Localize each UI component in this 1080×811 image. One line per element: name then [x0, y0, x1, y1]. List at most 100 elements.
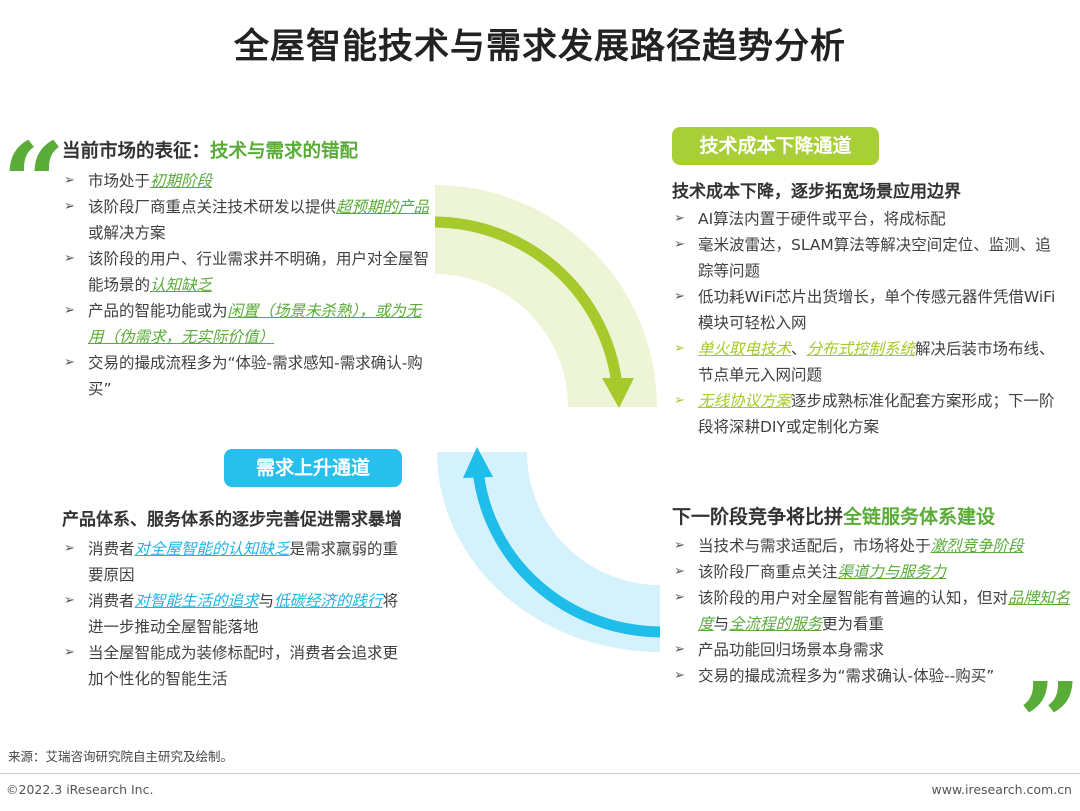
website-link[interactable]: www.iresearch.com.cn [931, 782, 1073, 797]
item-text: 消费者 [88, 592, 135, 610]
highlighted-text: 分布式控制系统 [806, 340, 916, 358]
bullet-arrow-icon: ➢ [674, 564, 685, 579]
item-text: 、 [791, 340, 807, 358]
demand-channel-arrow [472, 469, 661, 638]
item-text: 产品功能回归场景本身需求 [698, 641, 885, 659]
arrow-down-icon [602, 378, 634, 408]
highlighted-text: 无线协议方案 [698, 392, 792, 410]
bullet-arrow-icon: ➢ [674, 642, 685, 657]
item-text: 逐步成熟标准化配套方案形成；下一阶段将深耕DIY或定制化方案 [698, 392, 1055, 436]
bullet-arrow-icon: ➢ [64, 251, 75, 266]
item-text: 或解决方案 [88, 224, 166, 242]
list-item: ➢ 该阶段的用户、行业需求并不明确，用户对全屋智能场景的认知缺乏 [62, 246, 432, 298]
highlighted-text: 超预期的产品 [336, 198, 430, 216]
section-heading: 产品体系、服务体系的逐步完善促进需求暴增 [62, 510, 402, 530]
next-stage-section: 下一阶段竞争将比拼全链服务体系建设 ➢ 当技术与需求适配后，市场将处于激烈竞争阶段… [672, 503, 1072, 689]
copyright: ©2022.3 iResearch Inc. [6, 782, 154, 797]
list-item: ➢ 产品功能回归场景本身需求 [672, 637, 1072, 663]
highlighted-text: 单火取电技术 [698, 340, 792, 358]
section-heading: 当前市场的表征：技术与需求的错配 [62, 138, 432, 166]
bullet-list: ➢消费者对全屋智能的认知缺乏是需求羸弱的重要原因➢消费者对智能生活的追求与低碳经… [62, 536, 412, 692]
demand-rise-channel-tag: 需求上升通道 [224, 449, 402, 487]
highlighted-text: 对智能生活的追求 [134, 592, 259, 610]
arrow-up-icon [463, 447, 493, 478]
list-item: ➢ AI算法内置于硬件或平台，将成标配 [672, 206, 1062, 232]
list-item: ➢ 消费者对智能生活的追求与低碳经济的践行将进一步推动全屋智能落地 [62, 588, 412, 640]
demand-rise-section: 产品体系、服务体系的逐步完善促进需求暴增 ➢消费者对全屋智能的认知缺乏是需求羸弱… [62, 506, 412, 692]
bullet-arrow-icon: ➢ [674, 668, 685, 683]
demand-channel-band [437, 452, 660, 652]
bullet-arrow-icon: ➢ [64, 355, 75, 370]
item-text: 消费者 [88, 540, 135, 558]
highlighted-text: 低碳经济的践行 [274, 592, 383, 610]
bullet-arrow-icon: ➢ [674, 590, 685, 605]
item-text: 产品的智能功能或为 [88, 302, 228, 320]
bullet-arrow-icon: ➢ [674, 538, 685, 553]
highlighted-text: 激烈竞争阶段 [930, 537, 1024, 555]
highlighted-text: 对全屋智能的认知缺乏 [134, 540, 290, 558]
list-item: ➢ 低功耗WiFi芯片出货增长，单个传感元器件凭借WiFi模块可轻松入网 [672, 284, 1062, 336]
highlighted-text: 全流程的服务 [729, 615, 823, 633]
highlighted-text: 渠道力与服务力 [837, 563, 947, 581]
bullet-list: ➢ AI算法内置于硬件或平台，将成标配 ➢ 毫米波雷达，SLAM算法等解决空间定位、监… [672, 206, 1062, 440]
heading-highlight: 全链服务体系建设 [843, 506, 996, 528]
highlighted-text: 认知缺乏 [150, 276, 213, 294]
open-quote-icon: “ [2, 118, 66, 247]
bullet-arrow-icon: ➢ [674, 289, 685, 304]
bullet-arrow-icon: ➢ [64, 199, 75, 214]
item-text: 交易的撮成流程多为“体验-需求感知-需求确认-购买” [88, 354, 423, 398]
list-item: ➢ 该阶段的用户对全屋智能有普遍的认知，但对品牌知名度与全流程的服务更为看重 [672, 585, 1072, 637]
list-item: ➢消费者对全屋智能的认知缺乏是需求羸弱的重要原因 [62, 536, 412, 588]
item-text: 当全屋智能成为装修标配时，消费者会追求更加个性化的智能生活 [88, 644, 399, 688]
item-text: 将进一步推动全屋智能落地 [88, 592, 399, 636]
heading-prefix: 当前市场的表征： [62, 141, 211, 162]
tech-cost-channel-tag: 技术成本下降通道 [672, 127, 879, 165]
heading-prefix: 下一阶段竞争将比拼 [672, 506, 844, 528]
item-text: 低功耗WiFi芯片出货增长，单个传感元器件凭借WiFi模块可轻松入网 [698, 288, 1056, 332]
source-note: 来源：艾瑞咨询研究院自主研究及绘制。 [8, 749, 234, 764]
list-item: ➢ 当技术与需求适配后，市场将处于激烈竞争阶段 [672, 533, 1072, 559]
tech-cost-section: 技术成本下降，逐步拓宽场景应用边界 ➢ AI算法内置于硬件或平台，将成标配 ➢ 毫米波… [672, 178, 1062, 440]
list-item: ➢交易的撮成流程多为“需求确认-体验--购买” [672, 663, 1072, 689]
highlighted-text: 闲置（场景未杀熟），或为无用（伪需求，无实际价值） [88, 302, 422, 346]
highlighted-text: 品牌知名度 [698, 589, 1071, 633]
section-heading: 下一阶段竞争将比拼全链服务体系建设 [672, 503, 1072, 531]
item-text: 该阶段的用户、行业需求并不明确，用户对全屋智能场景的 [88, 250, 430, 294]
highlighted-text: 初期阶段 [150, 172, 213, 190]
section-heading: 技术成本下降，逐步拓宽场景应用边界 [672, 182, 961, 202]
item-text: 该阶段的用户对全屋智能有普遍的认知，但对 [698, 589, 1009, 607]
item-text: 与 [713, 615, 730, 633]
item-text: 是需求羸弱的重要原因 [88, 540, 399, 584]
list-item: ➢产品的智能功能或为闲置（场景未杀熟），或为无用（伪需求，无实际价值） [62, 298, 432, 350]
item-text: 与 [258, 592, 275, 610]
bullet-list: ➢市场处于初期阶段➢该阶段厂商重点关注技术研发以提供超预期的产品或解决方案➢该阶… [62, 168, 432, 402]
tech-channel-band [435, 185, 657, 407]
item-text: 更为看重 [822, 615, 885, 633]
item-text: 该阶段厂商重点关注技术研发以提供 [88, 198, 337, 216]
footer-divider [0, 773, 1080, 774]
list-item: ➢ 该阶段厂商重点关注渠道力与服务力 [672, 559, 1072, 585]
item-text: 毫米波雷达，SLAM算法等解决空间定位、监测、追踪等问题 [698, 236, 1051, 280]
tech-channel-arrow [434, 216, 623, 386]
list-item: ➢市场处于初期阶段 [62, 168, 432, 194]
bullet-arrow-icon: ➢ [674, 211, 685, 226]
close-quote-icon: ” [1018, 658, 1080, 787]
list-item: ➢ 交易的撮成流程多为“体验-需求感知-需求确认-购买” [62, 350, 432, 402]
item-text: 当技术与需求适配后，市场将处于 [698, 537, 931, 555]
heading-highlight: 技术与需求的错配 [210, 141, 359, 162]
bullet-arrow-icon: ➢ [64, 593, 75, 608]
list-item: ➢ 单火取电技术、分布式控制系统解决后装市场布线、节点单元入网问题 [672, 336, 1062, 388]
list-item: ➢ 无线协议方案逐步成熟标准化配套方案形成；下一阶段将深耕DIY或定制化方案 [672, 388, 1062, 440]
bullet-arrow-icon: ➢ [674, 341, 685, 356]
current-market-section: 当前市场的表征：技术与需求的错配 ➢市场处于初期阶段➢该阶段厂商重点关注技术研发… [62, 138, 432, 402]
list-item: ➢ 毫米波雷达，SLAM算法等解决空间定位、监测、追踪等问题 [672, 232, 1062, 284]
list-item: ➢ 该阶段厂商重点关注技术研发以提供超预期的产品或解决方案 [62, 194, 432, 246]
item-text: 市场处于 [88, 172, 151, 190]
list-item: ➢当全屋智能成为装修标配时，消费者会追求更加个性化的智能生活 [62, 640, 412, 692]
bullet-arrow-icon: ➢ [674, 393, 685, 408]
bullet-arrow-icon: ➢ [674, 237, 685, 252]
item-text: AI算法内置于硬件或平台，将成标配 [698, 210, 946, 228]
item-text: 解决后装市场布线、节点单元入网问题 [698, 340, 1055, 384]
item-text: 该阶段厂商重点关注 [698, 563, 838, 581]
